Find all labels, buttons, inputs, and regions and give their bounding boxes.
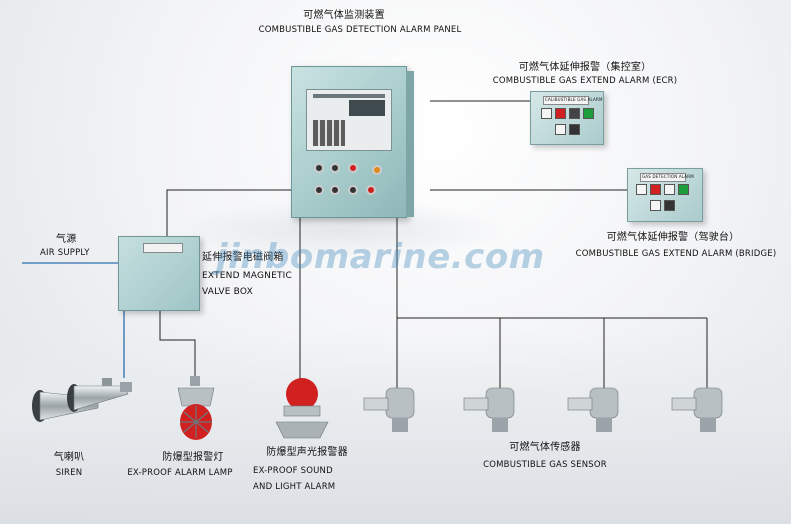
panel-indicator-orange <box>372 165 382 175</box>
lcd-display <box>349 100 385 116</box>
wire-panel-valvebox <box>166 189 291 236</box>
panel-switch-red <box>366 185 376 195</box>
panel-switch-2 <box>330 185 340 195</box>
ecr-lamp-red <box>555 108 566 119</box>
gas-sensor-icon-4 <box>671 387 723 432</box>
valve-box-en-1: EXTEND MAGNETIC <box>202 271 292 281</box>
gas-detection-panel <box>291 66 414 218</box>
ecr-plate-text: CALIBUSTIBLE GAS ALARM <box>545 97 603 102</box>
valve-box-en-2: VALVE BOX <box>202 287 253 297</box>
extend-magnetic-valve-box <box>118 236 200 311</box>
gas-sensor-icon-3 <box>567 387 619 432</box>
keypad <box>313 120 345 146</box>
ecr-lamp-white <box>541 108 552 119</box>
sound-light-alarm-icon <box>275 378 329 439</box>
bridge-lamp-white <box>636 184 647 195</box>
bridge-plate-text: GAS DETECTION ALARM <box>642 174 694 179</box>
bridge-lamp-green <box>678 184 689 195</box>
panel-title-cn: 可燃气体监测装置 <box>303 10 385 21</box>
siren-cn: 气喇叭 <box>53 452 85 463</box>
valve-box-cn: 延伸报警电磁阀箱 <box>202 252 284 263</box>
sound-light-cn: 防爆型声光报警器 <box>266 447 348 458</box>
valve-box-plate <box>143 243 183 253</box>
bridge-extend-alarm: GAS DETECTION ALARM <box>627 168 703 222</box>
bridge-title-cn: 可燃气体延伸报警（驾驶台） <box>606 232 740 243</box>
bridge-button-2 <box>664 200 675 211</box>
sensor-cn: 可燃气体传感器 <box>509 442 581 453</box>
bridge-title-en: COMBUSTIBLE GAS EXTEND ALARM (BRIDGE) <box>575 249 777 259</box>
bridge-lamp-white-2 <box>664 184 675 195</box>
sound-light-en-1: EX-PROOF SOUND <box>253 466 333 476</box>
alarm-lamp-cn: 防爆型报警灯 <box>162 452 224 463</box>
sensor-en: COMBUSTIBLE GAS SENSOR <box>483 460 607 470</box>
ecr-button-2 <box>555 124 566 135</box>
panel-switch-3 <box>348 185 358 195</box>
ecr-extend-alarm: CALIBUSTIBLE GAS ALARM <box>530 91 604 145</box>
ecr-button-1 <box>569 108 580 119</box>
gas-sensor-icon-1 <box>363 387 415 432</box>
bridge-button-1 <box>650 200 661 211</box>
gas-sensor-icon-2 <box>463 387 515 432</box>
alarm-lamp-en: EX-PROOF ALARM LAMP <box>127 468 233 478</box>
air-supply-en: AIR SUPPLY <box>40 248 90 258</box>
panel-indicator-1 <box>314 163 324 173</box>
watermark: jinbomarine.com <box>216 237 545 277</box>
air-supply-cn: 气源 <box>56 234 77 245</box>
panel-control-area <box>306 89 392 151</box>
ecr-button-3 <box>569 124 580 135</box>
ecr-title-cn: 可燃气体延伸报警（集控室） <box>518 62 652 73</box>
ecr-title-en: COMBUSTIBLE GAS EXTEND ALARM (ECR) <box>492 76 678 86</box>
panel-title-en: COMBUSTIBLE GAS DETECTION ALARM PANEL <box>258 25 462 35</box>
panel-switch-1 <box>314 185 324 195</box>
siren-horn-icon <box>32 378 132 422</box>
panel-indicator-red <box>348 163 358 173</box>
wire-lamp <box>159 309 196 378</box>
panel-indicator-2 <box>330 163 340 173</box>
siren-en: SIREN <box>55 468 83 478</box>
sound-light-en-2: AND LIGHT ALARM <box>253 482 336 492</box>
ecr-lamp-green <box>583 108 594 119</box>
bridge-lamp-red <box>650 184 661 195</box>
alarm-lamp-icon <box>177 376 215 440</box>
